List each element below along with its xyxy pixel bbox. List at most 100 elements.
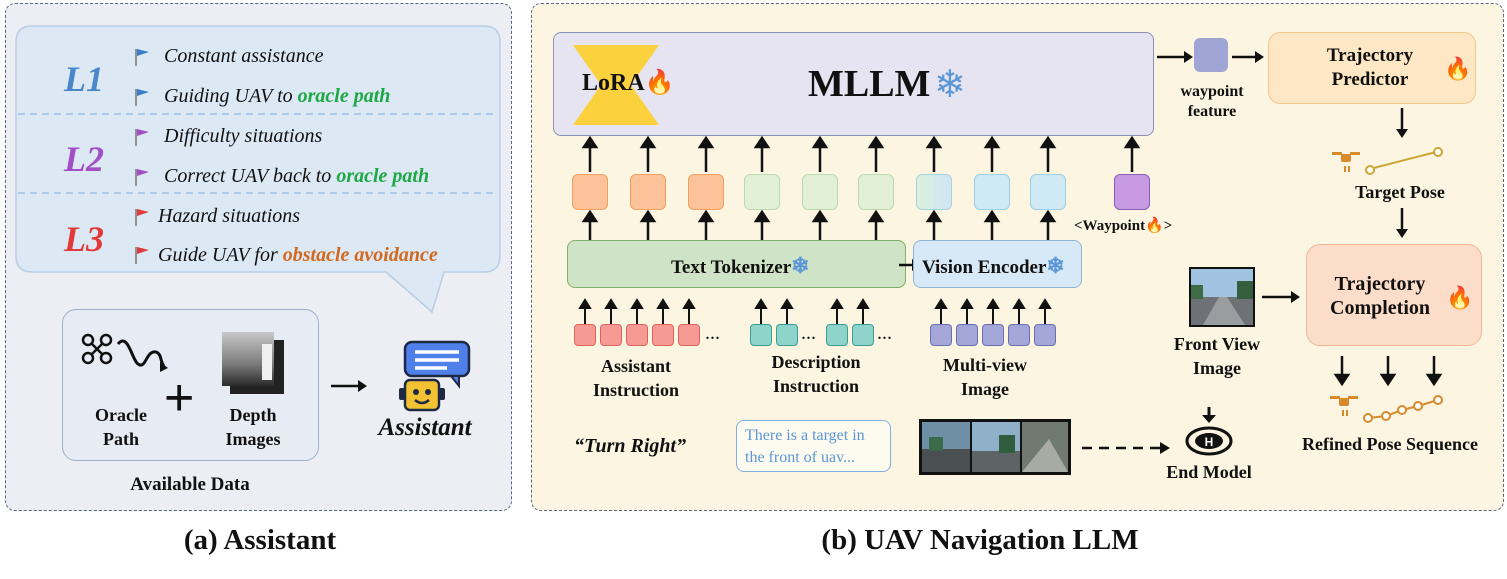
vision-token bbox=[1030, 174, 1066, 210]
text-token bbox=[630, 174, 666, 210]
ellipsis: ... bbox=[801, 322, 816, 344]
image-token bbox=[1034, 324, 1056, 346]
flag-icon bbox=[135, 209, 149, 226]
multi-view-image-label: Multi-view Image bbox=[943, 355, 1027, 399]
trajectory-completion-box bbox=[1306, 244, 1482, 346]
text-tokenizer-label: Text Tokenizer❄ bbox=[671, 253, 810, 278]
description-token bbox=[802, 174, 838, 210]
assistant-label: Assistant bbox=[378, 414, 472, 441]
drone-icon bbox=[1330, 396, 1358, 416]
image-token bbox=[930, 324, 952, 346]
depth-images-label: Depth Images bbox=[225, 405, 281, 449]
trajectory-predictor-box bbox=[1268, 32, 1476, 104]
ellipsis: ... bbox=[877, 322, 892, 344]
waypoint-token bbox=[1114, 174, 1150, 210]
multi-view-image-strip bbox=[919, 419, 1071, 475]
description-small-token bbox=[852, 324, 874, 346]
text-token bbox=[688, 174, 724, 210]
fire-icon: 🔥 bbox=[644, 70, 675, 96]
description-instruction-label: Description Instruction bbox=[771, 352, 861, 396]
l1-item-1: Constant assistance bbox=[164, 45, 324, 67]
image-token bbox=[1008, 324, 1030, 346]
text-token bbox=[572, 174, 608, 210]
flag-icon bbox=[135, 129, 149, 146]
level-l3-label: L3 bbox=[64, 219, 104, 259]
arrow-down bbox=[1396, 108, 1408, 138]
target-pose-label: Target Pose bbox=[1355, 182, 1445, 202]
vision-token bbox=[974, 174, 1010, 210]
front-view-image-label: Front View Image bbox=[1173, 334, 1261, 378]
arrow-right bbox=[1262, 291, 1300, 303]
assistant-instruction-label: Assistant Instruction bbox=[592, 356, 679, 400]
assistant-token bbox=[678, 324, 700, 346]
arrow-right bbox=[1232, 51, 1264, 63]
trajectory-predictor-label: Trajectory Predictor bbox=[1326, 45, 1414, 90]
assistant-token bbox=[574, 324, 596, 346]
robot-assistant-icon bbox=[399, 340, 471, 412]
text-tokenizer-box bbox=[567, 240, 906, 288]
helipad-icon: H bbox=[1185, 407, 1233, 456]
snowflake-icon: ❄ bbox=[934, 64, 966, 106]
drone-icon bbox=[1332, 152, 1360, 172]
level-l2-label: L2 bbox=[64, 139, 104, 179]
waypoint-feature-label: waypoint feature bbox=[1180, 83, 1244, 120]
waypoint-feature-square bbox=[1194, 38, 1228, 72]
turn-right-example: “Turn Right” bbox=[574, 435, 687, 457]
lora-adapter-shape bbox=[573, 45, 659, 125]
description-small-token bbox=[750, 324, 772, 346]
waypoint-token-label: <Waypoint🔥> bbox=[1074, 218, 1173, 234]
depth-images-icon bbox=[222, 332, 284, 394]
fire-icon: 🔥 bbox=[1444, 56, 1472, 81]
l3-item-1: Hazard situations bbox=[158, 205, 301, 227]
fire-icon: 🔥 bbox=[1446, 285, 1474, 310]
arrow-right bbox=[1157, 51, 1193, 63]
speech-bubble bbox=[15, 25, 501, 314]
l2-item-1: Difficulty situations bbox=[164, 125, 323, 147]
arrows-up-row bbox=[581, 136, 1141, 172]
snowflake-icon: ❄ bbox=[1046, 253, 1065, 278]
vision-token bbox=[916, 174, 952, 210]
plus-sign: + bbox=[164, 369, 195, 427]
description-small-token bbox=[776, 324, 798, 346]
description-token bbox=[858, 174, 894, 210]
ellipsis: ... bbox=[705, 322, 720, 344]
arrows-up-row bbox=[578, 298, 1052, 324]
l1-item-2: Guiding UAV to oracle path bbox=[164, 85, 391, 107]
oracle-path-icon bbox=[81, 333, 168, 372]
level-l1-label: L1 bbox=[64, 59, 104, 99]
image-token bbox=[982, 324, 1004, 346]
image-token bbox=[956, 324, 978, 346]
flag-icon bbox=[135, 89, 149, 106]
mllm-label: MLLM bbox=[808, 63, 931, 105]
vision-encoder-label: Vision Encoder❄ bbox=[922, 253, 1065, 278]
assistant-token bbox=[626, 324, 648, 346]
refined-pose-graphic bbox=[1330, 395, 1443, 423]
caption-a: (a) Assistant bbox=[183, 524, 337, 556]
dashed-arrow bbox=[1082, 442, 1170, 454]
description-small-token bbox=[826, 324, 848, 346]
trajectory-completion-label: Trajectory Completion bbox=[1330, 273, 1430, 319]
svg-text:H: H bbox=[1205, 435, 1214, 449]
caption-b: (b) UAV Navigation LLM bbox=[821, 524, 1139, 556]
vision-encoder-box bbox=[913, 240, 1082, 288]
arrow-down bbox=[1396, 208, 1408, 238]
arrows-down-row bbox=[1333, 356, 1443, 386]
description-token bbox=[744, 174, 780, 210]
oracle-path-label: Oracle Path bbox=[95, 405, 147, 449]
flag-icon bbox=[135, 247, 149, 264]
front-view-image bbox=[1189, 267, 1255, 327]
description-example-box: There is a target in the front of uav... bbox=[736, 420, 891, 472]
fire-icon: 🔥 bbox=[1145, 218, 1164, 234]
flag-icon bbox=[135, 169, 149, 186]
available-data-label: Available Data bbox=[130, 474, 250, 495]
assistant-token bbox=[600, 324, 622, 346]
lora-label: LoRA🔥 bbox=[582, 70, 675, 96]
arrows-up-row bbox=[581, 210, 1057, 240]
drone-icon bbox=[81, 333, 113, 365]
refined-pose-sequence-label: Refined Pose Sequence bbox=[1302, 434, 1478, 454]
l3-item-2: Guide UAV for obstacle avoidance bbox=[158, 244, 438, 266]
flag-icon bbox=[135, 49, 149, 66]
target-pose-graphic bbox=[1332, 147, 1443, 175]
l2-item-2: Correct UAV back to oracle path bbox=[164, 165, 430, 187]
assistant-token bbox=[652, 324, 674, 346]
